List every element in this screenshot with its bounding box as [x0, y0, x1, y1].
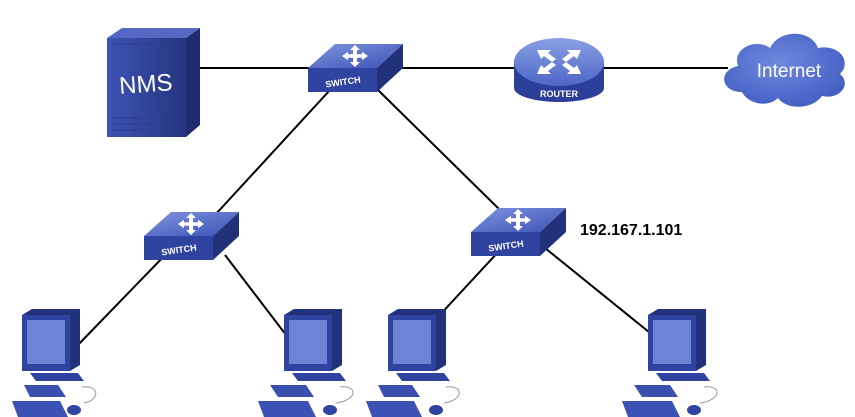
- pc-3: [366, 309, 460, 417]
- nms-server: NMS: [107, 28, 200, 137]
- nms-label: NMS: [118, 69, 173, 100]
- link-left-switch-pc1: [74, 249, 171, 349]
- link-core-left-switch: [214, 89, 331, 216]
- pc-workstations: [12, 309, 718, 417]
- internet-label: Internet: [757, 61, 822, 82]
- links: [74, 67, 728, 349]
- router: ROUTER: [514, 38, 604, 102]
- core-switch: SWITCH: [308, 44, 403, 92]
- link-core-right-switch: [377, 89, 501, 211]
- router-arrows-icon: [537, 50, 581, 74]
- router-label: ROUTER: [540, 89, 579, 99]
- right-switch: SWITCH: [471, 208, 566, 256]
- link-right-switch-pc4: [544, 247, 666, 346]
- internet-cloud: Internet: [724, 33, 845, 107]
- right-switch-ip: 192.167.1.101: [580, 222, 682, 239]
- left-switch-label: SWITCH: [161, 243, 198, 258]
- pc-2: [258, 309, 354, 417]
- pc-4: [622, 309, 718, 417]
- left-switch: SWITCH: [144, 212, 239, 260]
- pc-1: [12, 309, 97, 417]
- right-switch-label: SWITCH: [488, 239, 525, 254]
- core-switch-label: SWITCH: [325, 75, 362, 90]
